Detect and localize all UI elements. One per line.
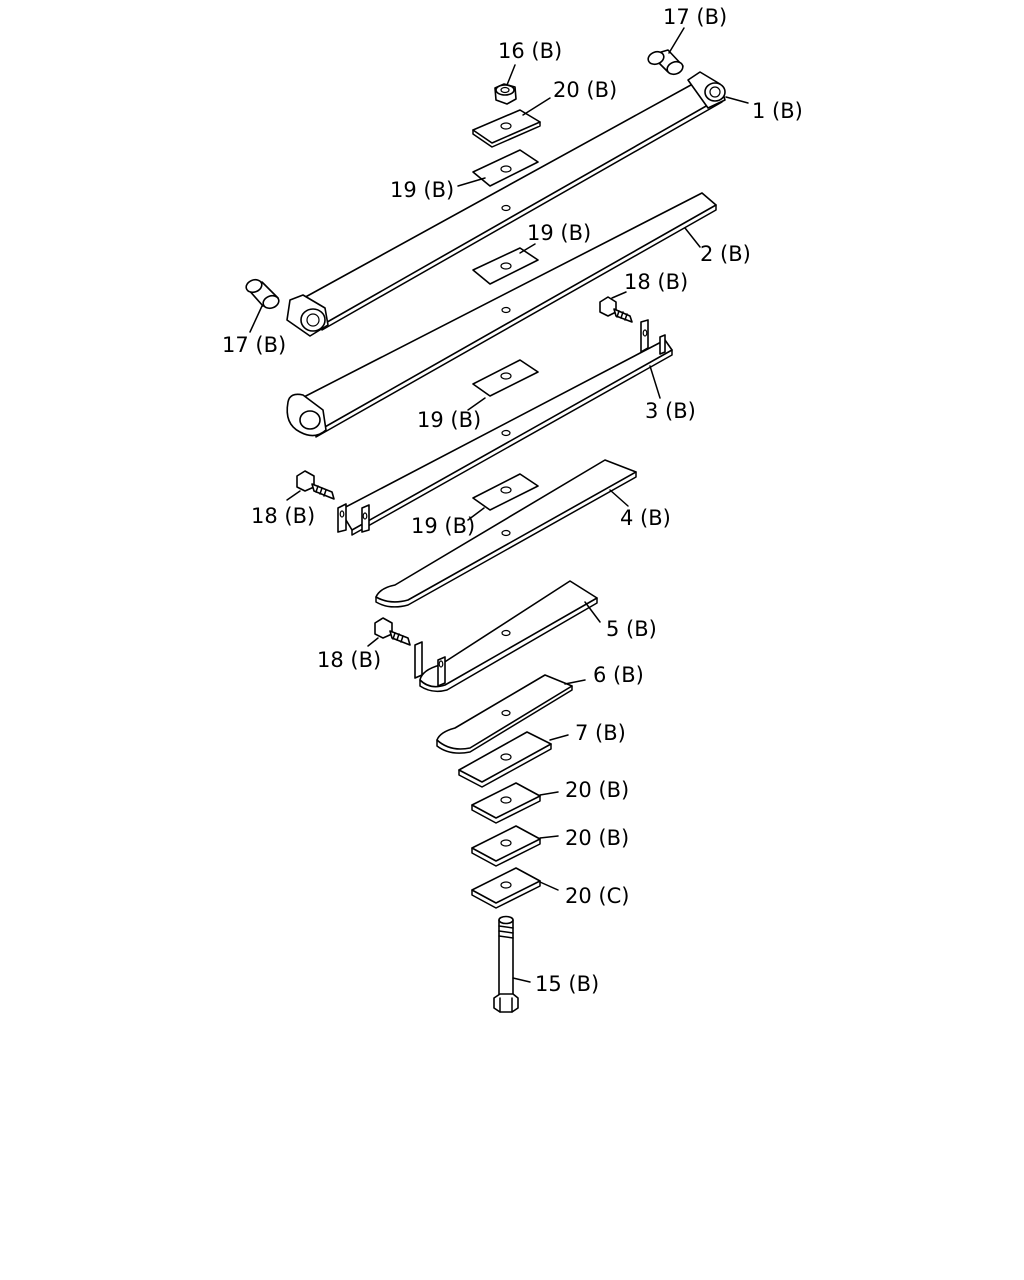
label-20-top: 20 (B) [553,78,617,102]
label-18-low: 18 (B) [317,648,381,672]
leaf-2 [286,192,717,438]
shim-20-top [472,97,551,148]
label-5: 5 (B) [606,617,657,641]
bolt-18-top [599,291,633,323]
label-17-left: 17 (B) [222,333,286,357]
leaf-3 [337,319,673,536]
label-6: 6 (B) [593,663,644,687]
leaf-6 [436,674,586,754]
spacer-19-b [472,243,539,285]
label-16: 16 (B) [498,39,562,63]
label-7: 7 (B) [575,721,626,745]
label-20-a: 20 (B) [565,778,629,802]
label-17-top: 17 (B) [663,5,727,29]
leaf-4 [375,459,637,608]
plate-7 [458,731,569,788]
main-leaf-1 [286,71,749,337]
label-19-c: 19 (B) [417,408,481,432]
shim-20-a [471,782,559,824]
label-2: 2 (B) [700,242,751,266]
nut-16 [494,64,517,105]
spacer-19-c [467,359,539,411]
center-bolt-15 [493,915,531,1013]
label-3: 3 (B) [645,399,696,423]
shim-20-c [471,867,559,909]
shim-20-b [471,825,559,867]
spacer-19-d [467,473,539,521]
label-19-b: 19 (B) [527,221,591,245]
label-15: 15 (B) [535,972,599,996]
label-20-c: 20 (C) [565,884,629,908]
label-19-a: 19 (B) [390,178,454,202]
bolt-18-low [367,617,411,647]
bushing-17-top [647,27,685,76]
spacer-19-a [457,149,539,187]
label-4: 4 (B) [620,506,671,530]
bolt-18-mid [286,470,335,501]
leaf-5 [414,580,601,693]
bushing-17-left [245,278,280,333]
label-20-b: 20 (B) [565,826,629,850]
label-19-d: 19 (B) [411,514,475,538]
label-18-mid: 18 (B) [251,504,315,528]
label-1: 1 (B) [752,99,803,123]
label-18-top: 18 (B) [624,270,688,294]
